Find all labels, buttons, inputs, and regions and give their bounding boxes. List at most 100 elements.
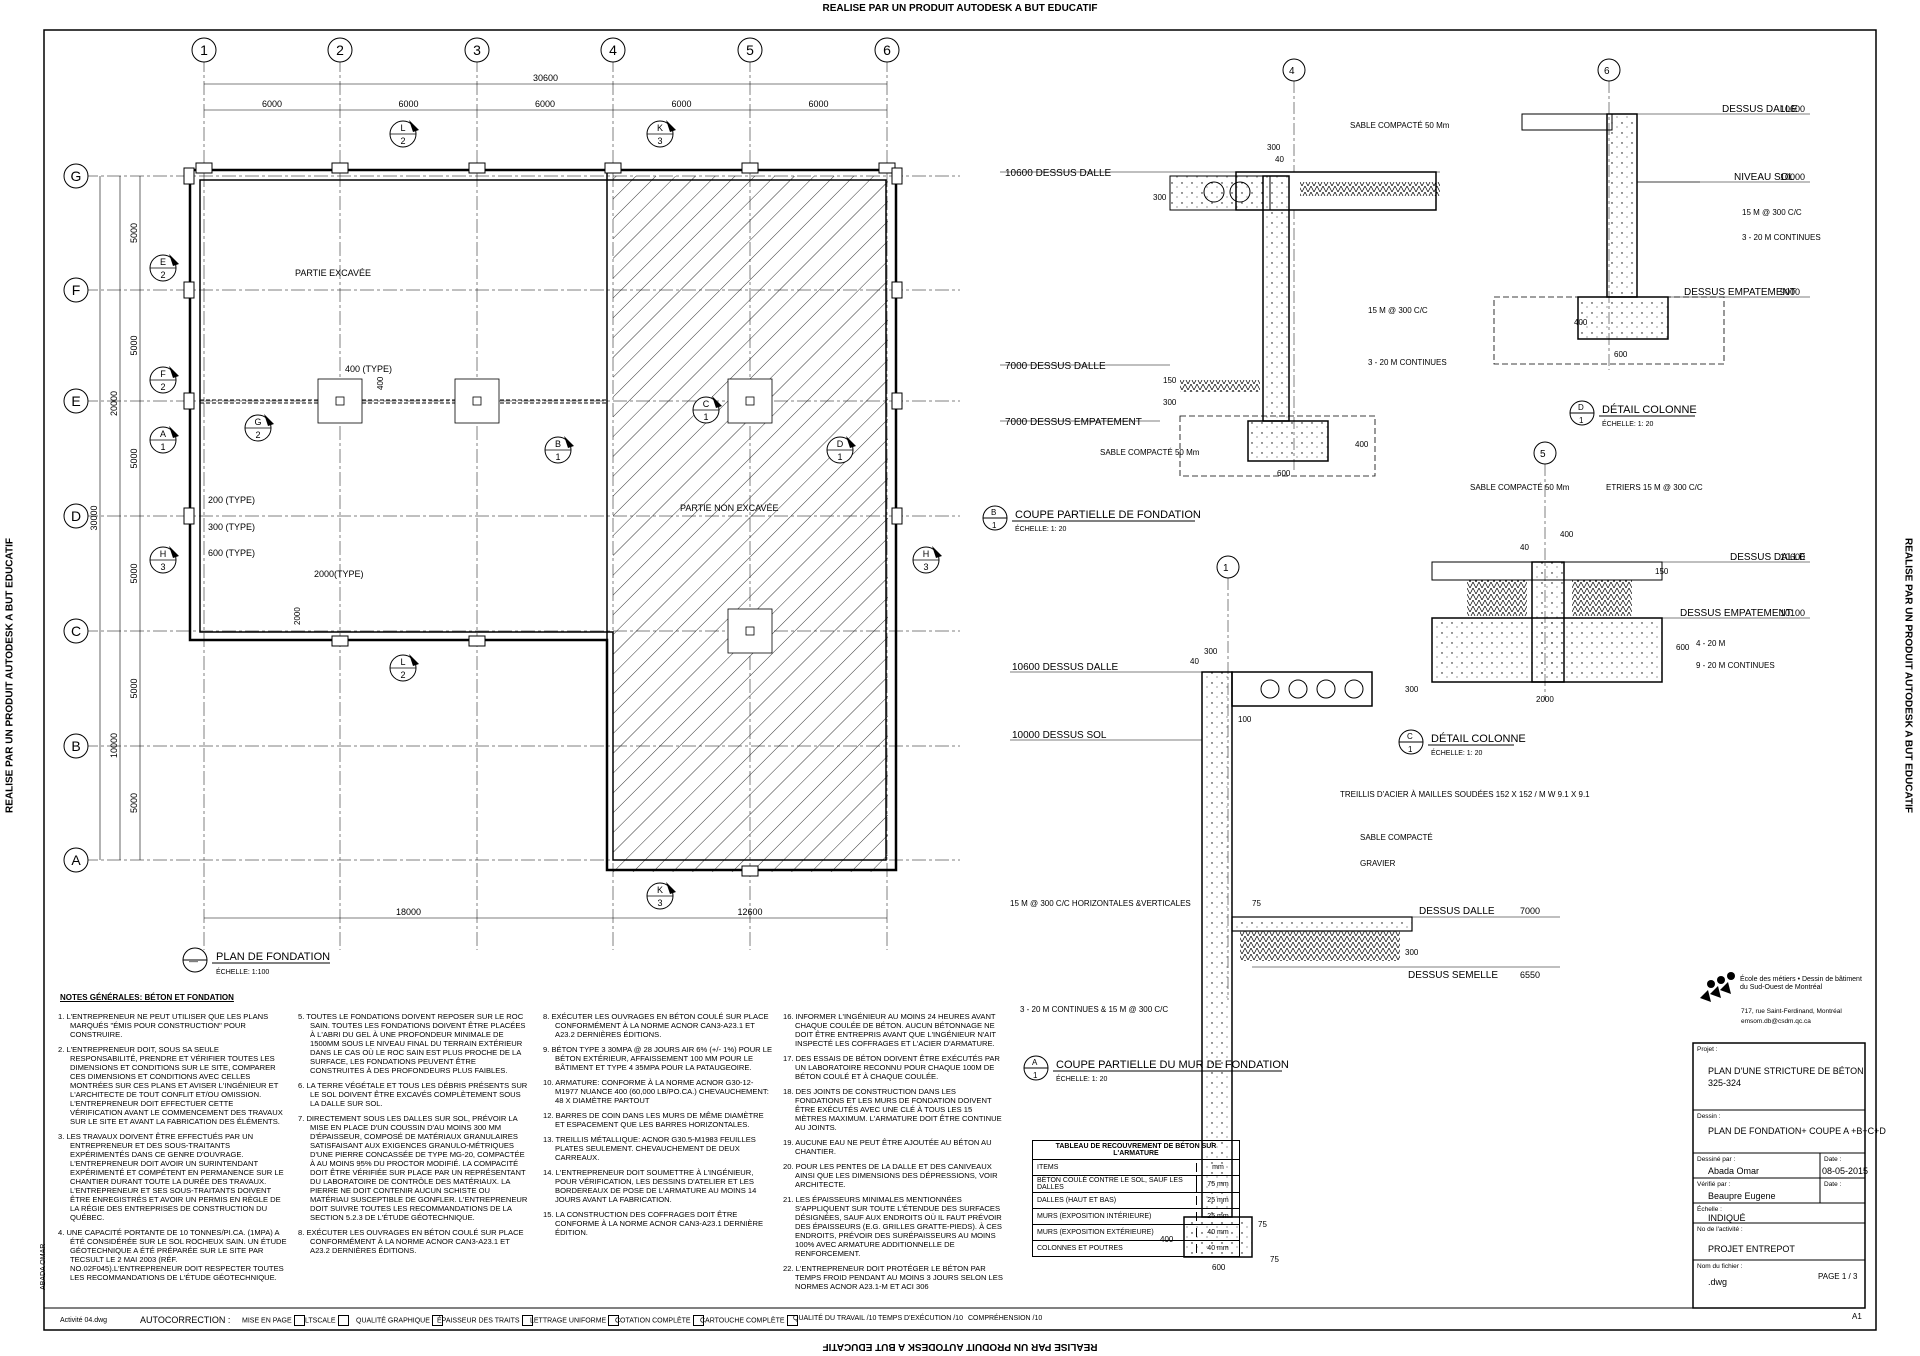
dessin-value: PLAN DE FONDATION+ COUPE A +B+C+D [1708,1126,1886,1136]
dessin-label: Dessin : [1697,1113,1721,1120]
section-arrow-icon [666,882,676,894]
detail-c-note-1: SABLE COMPACTÉ 50 Mm [1470,483,1570,492]
checkbox [337,1315,349,1326]
section-a-level-3-val: 7000 [1520,906,1540,916]
note-item: 12. BARRES DE COIN DANS LES MURS DE MÊME… [543,1111,764,1129]
detail-d-dim-2: 600 [1614,350,1628,359]
note-item: 3. LES TRAVAUX DOIVENT ÊTRE EFFECTUÉS PA… [58,1132,284,1222]
section-a-dim-8: 75 [1258,1220,1267,1229]
grid-label-row: B [71,738,80,754]
note-item: 7. DIRECTEMENT SOUS LES DALLES SUR SOL, … [298,1114,528,1222]
note-item: 20. POUR LES PENTES DE LA DALLE ET DES C… [783,1162,998,1189]
section-mark-sheet: 2 [160,382,165,392]
plan-title: PLAN DE FONDATION [216,951,330,963]
pilaster [183,167,195,185]
section-b-note-1: SABLE COMPACTÉ 50 Mm [1350,121,1450,130]
section-a-footing [1183,1216,1253,1258]
echelle-label: Échelle : [1697,1206,1722,1213]
autocorrection-item[interactable]: MISE EN PAGE [242,1315,305,1326]
grid-bubble-row [63,163,89,189]
section-a-level-3: DESSUS DALLE [1419,906,1495,917]
autocorrection-item[interactable]: QUALITÉ GRAPHIQUE [356,1315,443,1326]
non-excavated-area [613,176,888,872]
section-arrow-icon [169,366,179,378]
notes-col-4: 16. INFORMER L'INGÉNIEUR AU MOINS 24 HEU… [783,1012,1005,1297]
note-item: 14. L'ENTREPRENEUR DOIT SOUMETTRE À L'IN… [543,1168,757,1204]
checkbox [293,1315,305,1326]
section-a-dim-1: 300 [1204,647,1218,656]
dim-total: 30600 [533,73,558,83]
fichier-label: Nom du fichier : [1697,1263,1743,1270]
checkbox [431,1315,443,1326]
detail-d-dim-1: 400 [1574,318,1588,327]
label-2000-type: 2000(TYPE) [314,569,364,579]
section-b-wall [1262,175,1290,422]
column [335,396,345,406]
autocorrection-item[interactable]: COTATION COMPLÈTE [615,1315,704,1326]
pilaster [741,865,759,877]
detail-d-scale: ÉCHELLE: 1: 20 [1602,419,1653,428]
section-a-slab [1231,671,1373,707]
section-arrow-icon [564,436,574,448]
detail-c-level-2: DESSUS EMPATEMENT [1680,608,1792,619]
section-b-scale: ÉCHELLE: 1: 20 [1015,524,1066,533]
autocorrection-item[interactable]: LTSCALE [305,1315,349,1326]
section-arrow-icon [169,546,179,558]
section-arrow-icon [169,254,179,266]
section-b-dim-6: 400 [1355,440,1369,449]
autocorrection-item[interactable]: CARTOUCHE COMPLÈTE [700,1315,798,1326]
pilaster [891,507,903,525]
detail-d-level-1: DESSUS DALLE [1722,104,1798,115]
section-mark-sheet: 2 [255,430,260,440]
column [472,396,482,406]
projet-value: PLAN D'UNE STRICTURE DE BÉTON [1708,1066,1864,1076]
section-a-grid: 1 [1223,563,1229,574]
section-a-dim-9: 75 [1270,1255,1279,1264]
pilaster [183,392,195,410]
dim-left: 5000 [129,448,139,468]
watermark-top: REALISE PAR UN PRODUIT AUTODESK A BUT ED… [822,3,1098,14]
detail-d-sheet: 1 [1579,416,1584,425]
grid-bubble-col [191,37,217,63]
table-row: MURS (EXPOSITION EXTÉRIEURE)40 mm [1033,1225,1239,1241]
dim-left-group: 10000 [109,733,119,758]
dim-left: 5000 [129,793,139,813]
pilaster [891,281,903,299]
date-label: Date : [1824,1156,1842,1163]
grid-label-col: 1 [200,42,208,58]
section-mark-letter: B [555,439,561,449]
school-logo-icon [1700,972,1735,1002]
projet-label: Projet : [1697,1046,1718,1053]
section-b-dim-4: 300 [1163,398,1177,407]
section-mark-sheet: 3 [657,898,662,908]
section-mark-sheet: 1 [837,452,842,462]
detail-c-mark: C [1407,732,1413,741]
section-a-note-2: SABLE COMPACTÉ [1360,833,1433,842]
date-value: 08-05-2015 [1822,1166,1869,1176]
autocorrection-item[interactable]: LETTRAGE UNIFORME [530,1315,620,1326]
detail-c-level-1: DESSUS DALLE [1730,552,1806,563]
grid-label-row: D [71,508,81,524]
notes-col-1: 1. L'ENTREPRENEUR NE PEUT UTILISER QUE L… [58,1012,288,1288]
section-mark-sheet: 3 [923,562,928,572]
note-item: 4. UNE CAPACITÉ PORTANTE DE 10 TONNES/pi… [58,1228,287,1282]
detail-c-dim-1: 400 [1560,530,1574,539]
detail-c-level-1-val: 10600 [1780,552,1805,562]
grid-label-col: 3 [473,42,481,58]
pilaster [741,162,759,174]
section-b-dim-2: 40 [1275,155,1284,164]
page-number: PAGE 1 / 3 [1818,1272,1858,1281]
section-mark: E2 [149,254,179,282]
section-arrow-icon [846,436,856,448]
checkbox [521,1315,533,1326]
pilaster [183,281,195,299]
section-arrow-icon [666,120,676,132]
pilaster [468,162,486,174]
section-mark: A1 [149,426,179,454]
title-block-frame [1692,1042,1866,1309]
section-mark-sheet: 2 [400,136,405,146]
echelle-value: INDIQUÉ [1708,1213,1746,1223]
autocorrection-item[interactable]: ÉPAISSEUR DES TRAITS [437,1315,533,1326]
dessine-value: Abada Omar [1708,1166,1760,1176]
section-arrow-icon [409,120,419,132]
